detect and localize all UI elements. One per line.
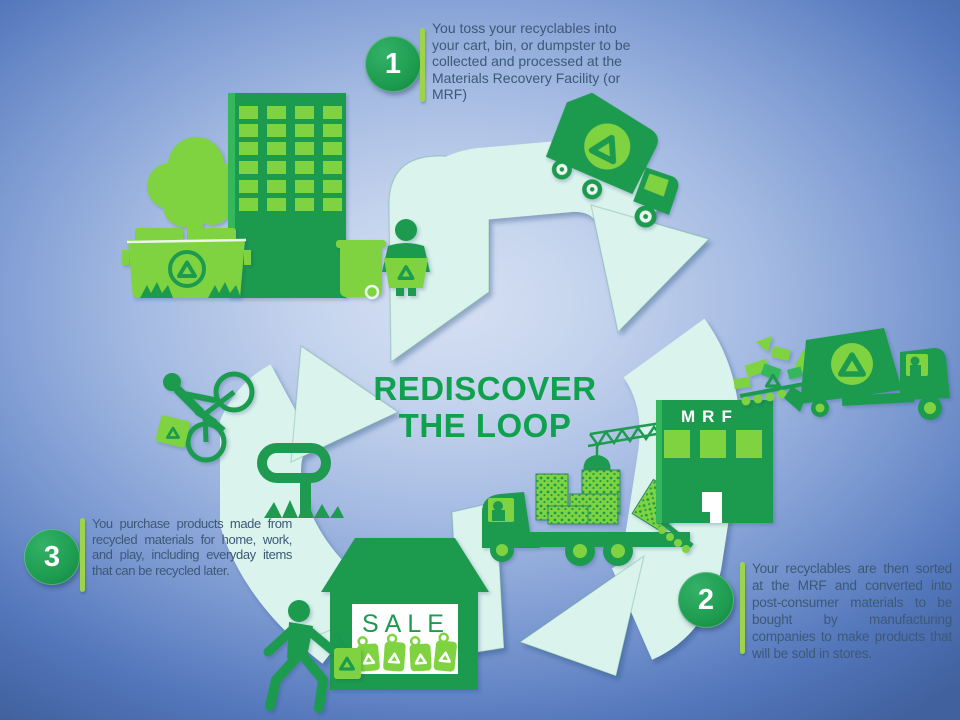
curbside-cart	[336, 240, 386, 300]
step-2-description: Your recyclables are then sorted at the …	[752, 561, 952, 661]
mrf-sign: MRF	[681, 407, 739, 426]
truck-wheels	[551, 159, 657, 228]
recycling-dumpster	[122, 228, 251, 298]
title-line-1: REDISCOVER	[373, 370, 597, 407]
step-3-accent-bar	[80, 518, 85, 592]
building-windows	[239, 106, 342, 211]
step-3-badge: 3	[24, 529, 80, 585]
center-title: REDISCOVER THE LOOP	[318, 370, 652, 444]
step-1-description: You toss your recyclables into your cart…	[432, 20, 631, 102]
recycling-loop-arrow-top	[388, 139, 711, 364]
mrf-building: MRF	[656, 400, 773, 523]
city-building	[228, 93, 346, 298]
bike-rack	[257, 443, 344, 518]
collection-truck-conveyor	[784, 328, 950, 420]
recycling-truck	[545, 92, 679, 228]
recycle-symbol	[168, 250, 206, 288]
title-line-2: THE LOOP	[398, 407, 572, 444]
cyclist	[155, 371, 255, 463]
flatbed-truck	[482, 492, 694, 566]
step-2-accent-bar	[740, 562, 745, 654]
retail-store: SALE	[321, 538, 489, 690]
sale-sign: SALE	[362, 610, 450, 638]
recycle-symbol	[831, 343, 873, 385]
sale-price-tags	[357, 632, 457, 672]
shopper-with-bag	[263, 600, 361, 713]
truck-wheels	[490, 536, 633, 566]
step-2-badge: 2	[678, 572, 734, 628]
step-1-accent-bar	[420, 28, 425, 102]
resident-with-bin	[382, 219, 430, 296]
step-3-description: You purchase products made from recycled…	[92, 516, 292, 578]
recycle-symbol	[584, 123, 631, 170]
mrf-windows	[664, 430, 762, 458]
step-1-badge: 1	[365, 36, 421, 92]
